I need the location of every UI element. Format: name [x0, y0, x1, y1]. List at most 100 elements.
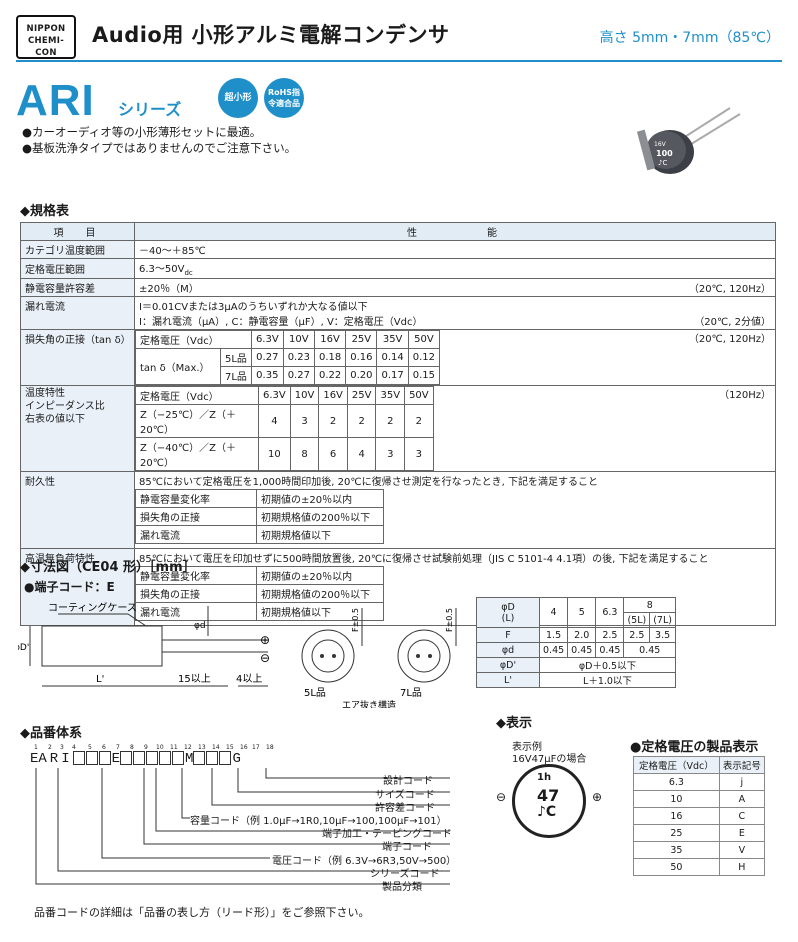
leakage-note: （20℃, 2分値） [694, 317, 771, 328]
tc-r2-0: 10 [258, 437, 291, 471]
tc-v-5: 50V [404, 386, 434, 405]
volt-r1-c: A [718, 790, 766, 808]
volt-h-rated: 定格電圧（Vdc） [633, 756, 720, 774]
marking-logo: ♪C [537, 804, 557, 820]
temp-char-table: 定格電圧（Vdc） 6.3V 10V 16V 25V 35V 50V Z（−25… [135, 386, 434, 471]
tc-v-0: 6.3V [258, 386, 291, 405]
tc-v-2: 16V [318, 386, 348, 405]
digit-8: 8 [130, 744, 134, 751]
dim-section-title: ◆寸法図（CE04 形）［mm］ [20, 560, 196, 575]
spec-section-title: ◆規格表 [20, 204, 69, 219]
temp-char-label: 温度特性 [25, 388, 65, 399]
tan-7l-4: 0.17 [376, 366, 409, 385]
dim-col-4: 4 [538, 597, 569, 628]
tan-v-3: 25V [345, 330, 378, 349]
tan-7l-2: 0.22 [313, 366, 347, 385]
cap-tolerance-label: 静電容量許容差 [20, 278, 135, 297]
pn-m: M [185, 751, 194, 767]
temp-char-label-cell: 温度特性 インピーダンス比 右表の値以下 [20, 385, 135, 472]
end-item-1: 損失角の正接 [135, 507, 257, 526]
digit-15: 15 [226, 744, 234, 751]
dim-h-L: (L) [501, 612, 515, 624]
label-7l: 7L品 [400, 687, 422, 699]
pn-box-5 [72, 751, 85, 766]
dim-L-value: L＋1.0以下 [539, 672, 676, 688]
terminal-code: ●端子コード：E [24, 580, 115, 594]
header-divider [16, 60, 782, 62]
tc-r1-0: 4 [258, 404, 291, 438]
tan-7l-1: 0.27 [282, 366, 315, 385]
vent-label: エア抜き構造 [342, 699, 396, 708]
code-tolerance: 許容差コード [375, 803, 435, 814]
tc-r2-4: 3 [375, 437, 406, 471]
shelf-label: 高温無負荷特性 [20, 548, 135, 626]
pn-box-6 [85, 751, 98, 766]
cap-tolerance-value: ±20％（M） [139, 284, 199, 295]
tc-v-4: 35V [375, 386, 406, 405]
marking-diagram [512, 764, 586, 838]
tan-5l-3: 0.16 [345, 348, 378, 367]
marking-title: ◆表示 [496, 716, 532, 731]
digit-10: 10 [156, 744, 164, 751]
coating-label: コーティングケース [48, 601, 137, 614]
leakage-legend-row: I：漏れ電流（μA）, C：静電容量（μF）, V：定格電圧（Vdc）（20℃,… [139, 313, 771, 328]
tc-r2-1: 8 [289, 437, 320, 471]
phi-d-label: φd [194, 621, 206, 631]
dim-d-2: 0.45 [595, 642, 625, 658]
dim-d-label: φd [476, 642, 540, 658]
volt-r5-v: 50 [633, 858, 720, 876]
dim-F-label: F [476, 627, 540, 643]
volt-r4-v: 35 [633, 841, 720, 859]
end-val-1: 初期規格値の200％以下 [256, 507, 384, 526]
voltage-range-value: 6.3～50V [139, 264, 185, 275]
digit-14: 14 [212, 744, 220, 751]
phi-D-label: φD' [18, 643, 29, 653]
temp-char-cell: （120Hz） 定格電圧（Vdc） 6.3V 10V 16V 25V 35V 5… [134, 385, 776, 472]
tan-7l-5: 0.15 [407, 366, 441, 385]
series-suffix: シリーズ [118, 100, 182, 119]
lead4-label: 4以上 [236, 673, 262, 685]
tan-delta-label: 損失角の正接（tan δ） [20, 329, 135, 386]
photo-mark-logo: ♪C [658, 159, 667, 167]
code-taping: 端子加工・テーピングコード [322, 829, 452, 840]
photo-mark-voltage: 16V [654, 141, 667, 148]
volt-r0-c: j [718, 773, 766, 791]
voltage-marking-title: ●定格電圧の製品表示 [630, 740, 759, 755]
tc-r1-2: 2 [318, 404, 348, 438]
tc-v-3: 25V [346, 386, 377, 405]
digit-16: 16 [240, 744, 248, 751]
tc-r1-5: 2 [404, 404, 434, 438]
code-category: 製品分類 [382, 882, 422, 893]
dim-col-63: 6.3 [595, 597, 625, 628]
volt-r4-c: V [718, 841, 766, 859]
digit-2: 2 [48, 744, 52, 751]
f-label-5l: F±0.5 [351, 608, 360, 632]
digit-4: 4 [72, 744, 76, 751]
dim-col-5: 5 [567, 597, 597, 628]
part-number-footer: 品番コードの詳細は「品番の表し方（リード形）」をご参照下さい。 [34, 906, 370, 919]
plus-lead-icon: ⊕ [260, 633, 270, 647]
tc-r2-2: 6 [318, 437, 348, 471]
dim-D-value: φD＋0.5以下 [539, 657, 676, 673]
dim-d-1: 0.45 [567, 642, 597, 658]
code-size: サイズコード [375, 790, 435, 801]
shelf-item-2: 漏れ電流 [135, 602, 257, 621]
pn-box-11 [146, 751, 159, 766]
temp-char-impedance: インピーダンス比 [25, 401, 105, 412]
tc-r1-label: Z（−25℃）／Z（＋20℃） [135, 404, 259, 438]
pn-ari: ARI [38, 751, 73, 767]
page-title: Audio用 小形アルミ電解コンデンサ [92, 23, 450, 47]
code-voltage: 電圧コード（例 6.3V→6R3,50V→500） [272, 856, 457, 867]
dim-sub-5l: (5L) [623, 612, 651, 628]
digit-18: 18 [266, 744, 274, 751]
pn-box-15 [193, 751, 206, 766]
volt-r0-v: 6.3 [633, 773, 720, 791]
tan-5l-5: 0.12 [407, 348, 441, 367]
volt-r3-c: E [718, 824, 766, 842]
minus-lead-icon: ⊖ [260, 651, 270, 665]
voltage-range-label: 定格電圧範囲 [20, 258, 135, 279]
dim-h-phiD-cell: φD(L) [476, 597, 540, 628]
tc-r2-5: 3 [404, 437, 434, 471]
shelf-desc: 85℃において電圧を印加せずに500時間放置後, 20℃に復帰させ試験前処理（J… [139, 554, 709, 565]
digit-13: 13 [198, 744, 206, 751]
